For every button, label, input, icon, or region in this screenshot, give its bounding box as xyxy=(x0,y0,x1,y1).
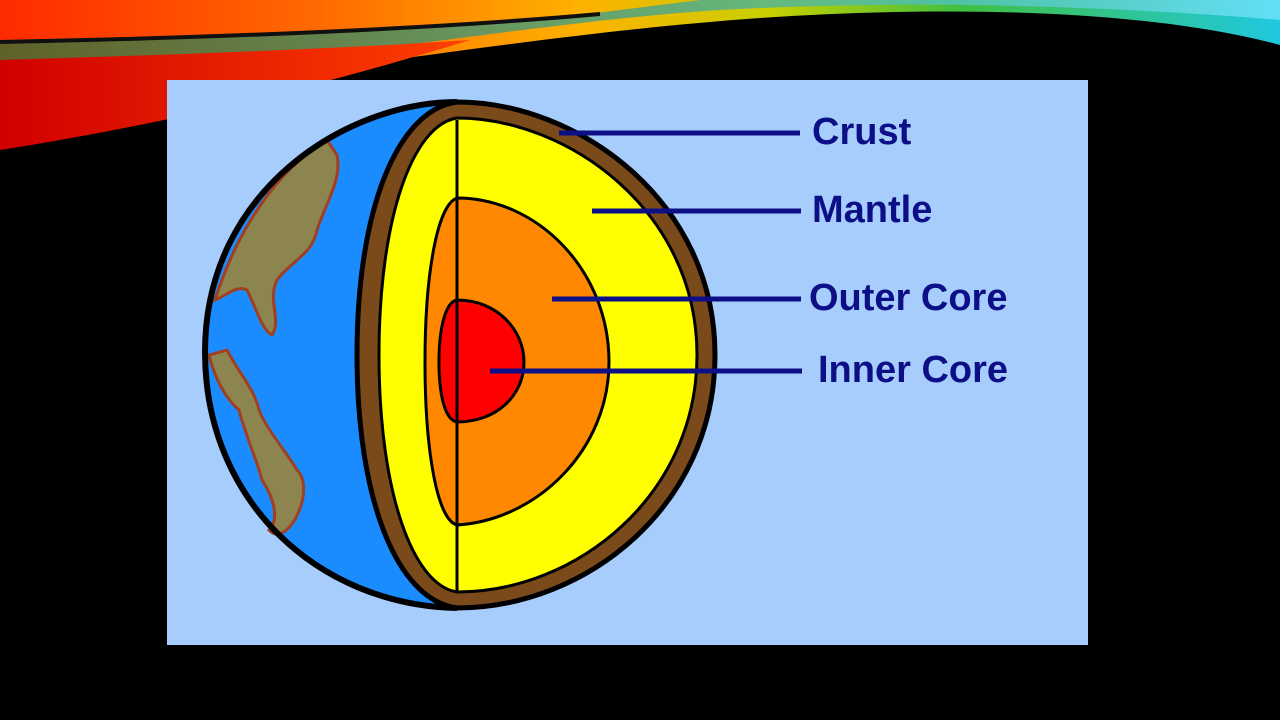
swoosh-dark-stroke xyxy=(0,12,601,44)
earth-cross-section xyxy=(201,99,802,611)
inner-core-label: Inner Core xyxy=(818,349,1009,391)
earth-land-north xyxy=(212,137,340,337)
outer-core-label: Outer Core xyxy=(809,277,1008,319)
inner-core-layer xyxy=(437,298,526,424)
crust-label: Crust xyxy=(812,111,912,153)
swoosh-cool-band xyxy=(0,0,1280,95)
swoosh-warm-band xyxy=(0,0,1280,115)
earth-layers-figure: Crust Mantle Outer Core Inner Core xyxy=(167,80,1088,645)
mantle-label: Mantle xyxy=(812,189,933,231)
earth-outline xyxy=(201,99,458,611)
